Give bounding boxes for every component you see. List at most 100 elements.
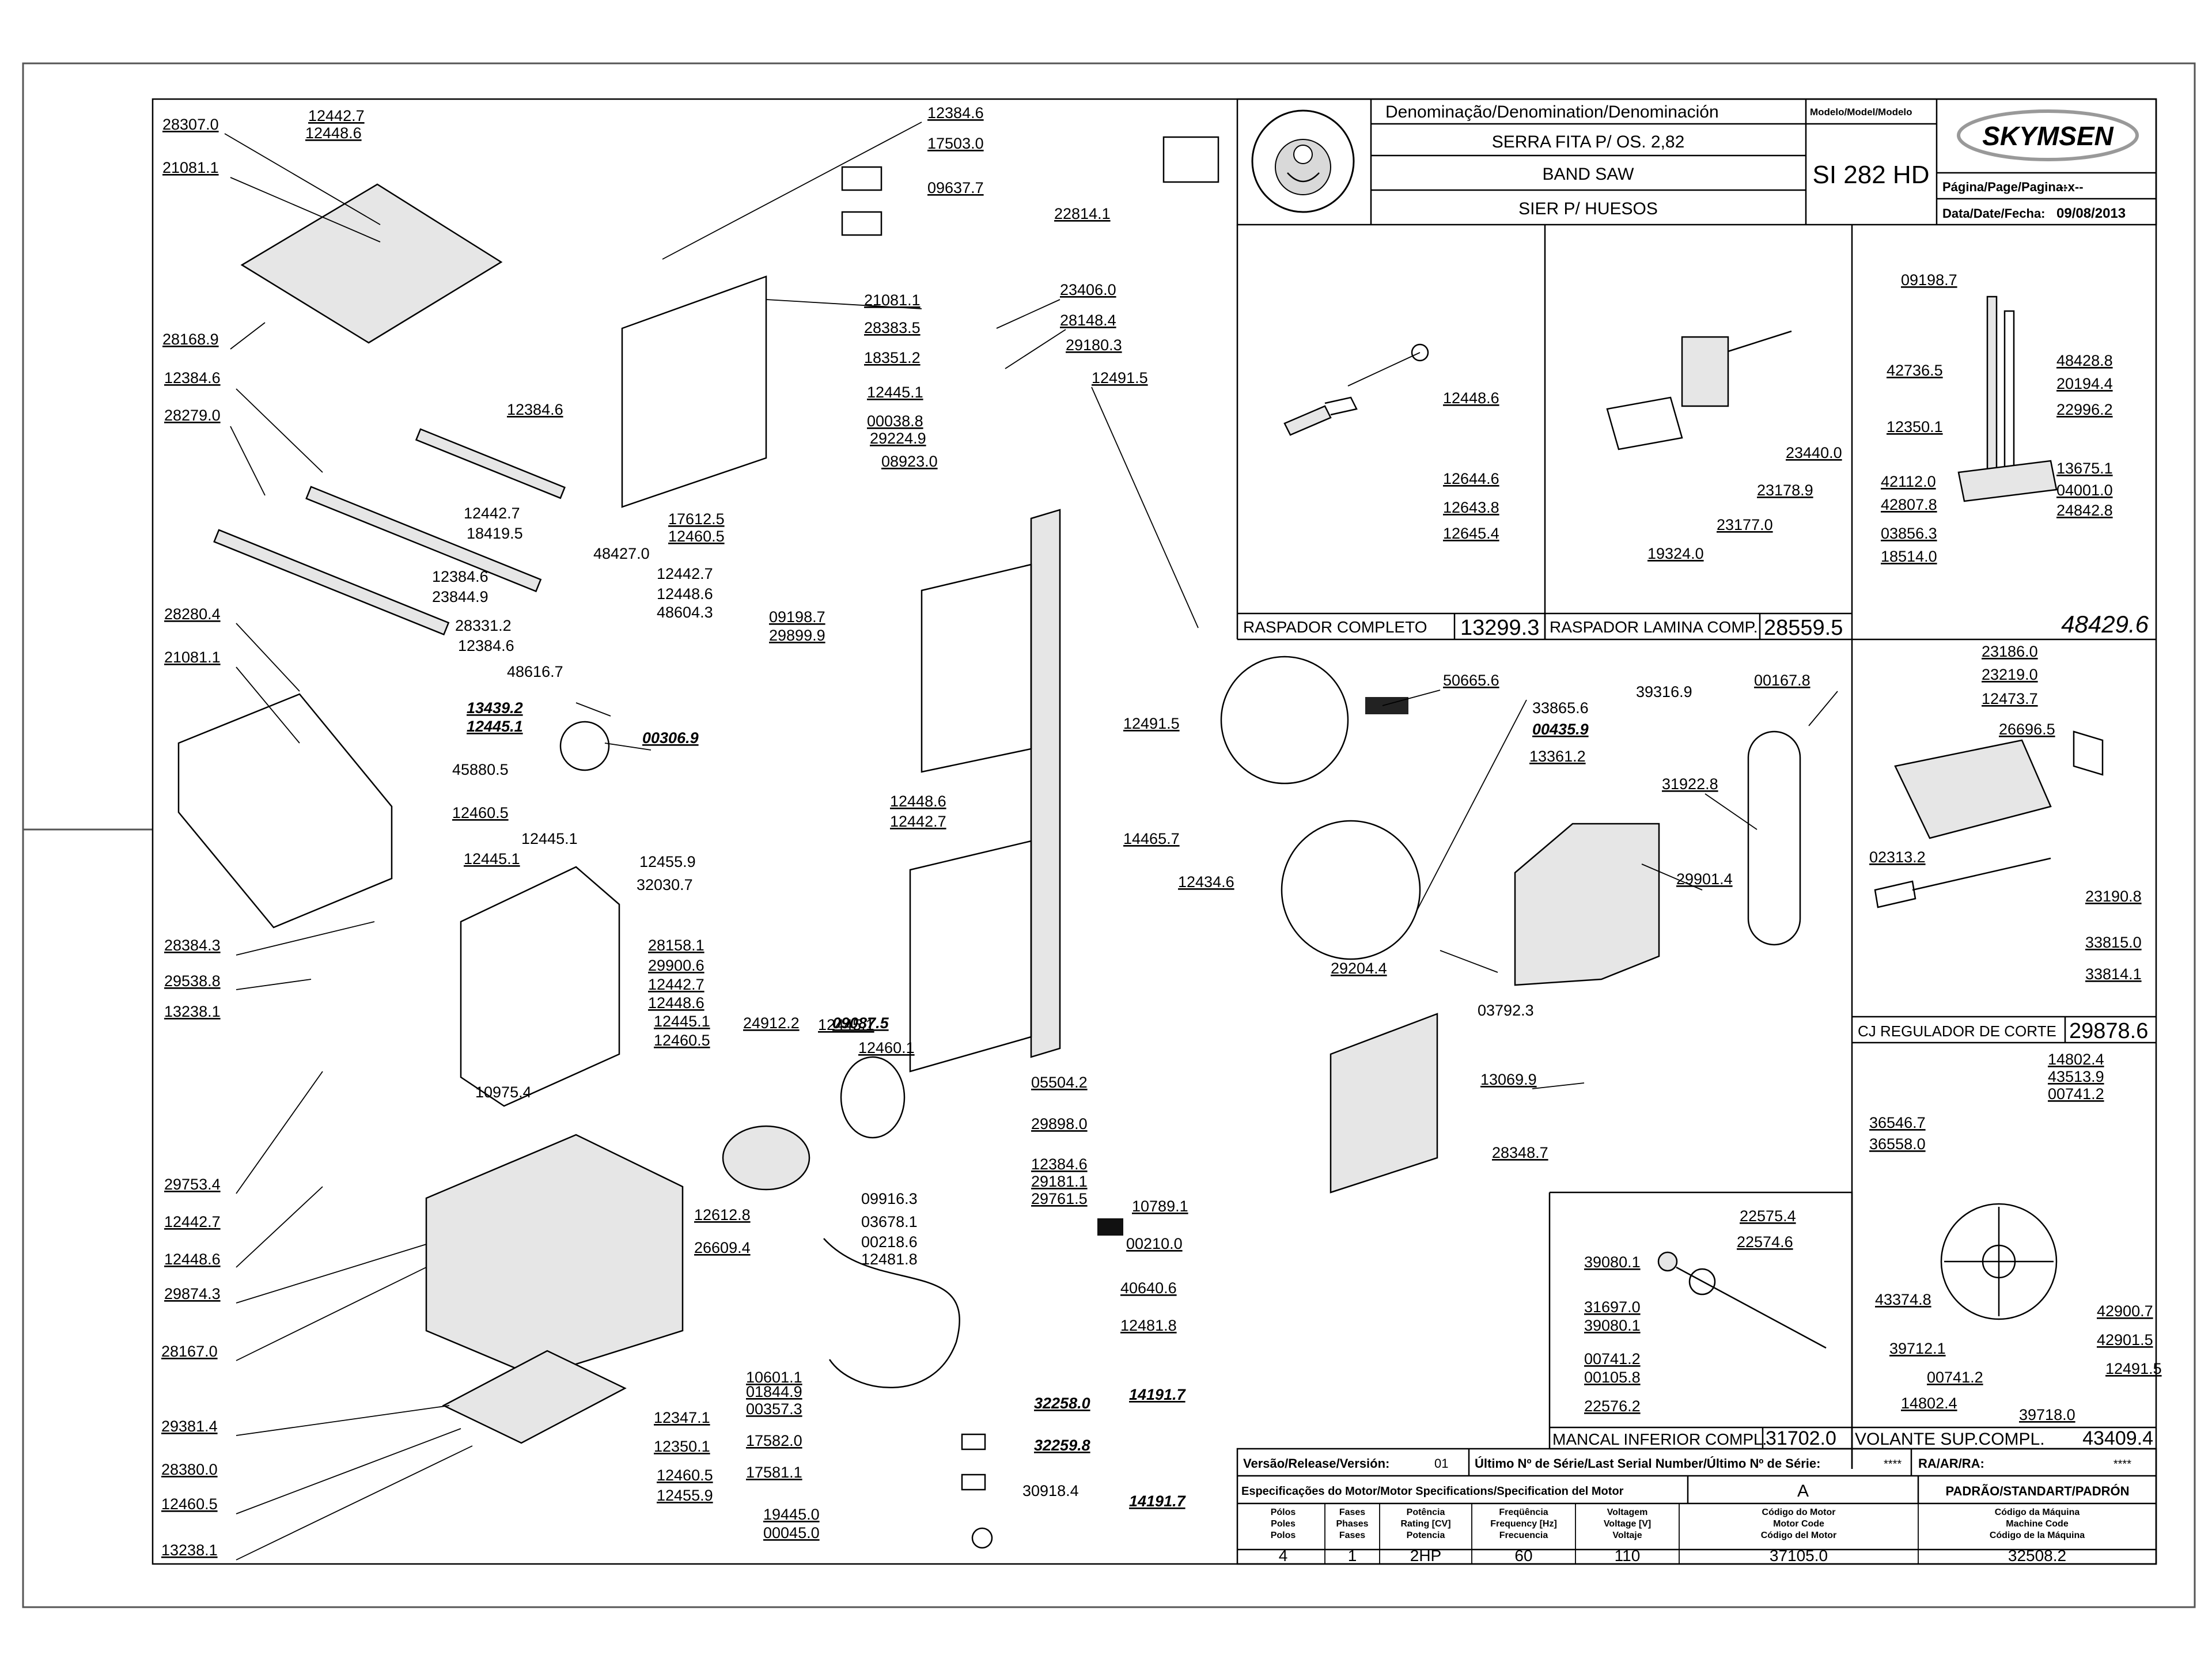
part-number-label: 45880.5 (452, 761, 509, 778)
name-en: BAND SAW (1543, 165, 1635, 184)
part-number-label: 12643.8 (1443, 499, 1499, 516)
leader-line (662, 122, 922, 260)
leader-line (1091, 387, 1199, 628)
part-number-label: 19445.0 (763, 1506, 820, 1523)
spec-column-header: Phases (1336, 1519, 1368, 1529)
spec-column-header: Fases (1339, 1531, 1365, 1540)
part-number-label: 00357.3 (746, 1400, 802, 1418)
part-number-label: 26609.4 (694, 1239, 751, 1256)
label-box-17503 (841, 166, 882, 191)
spec-column-header: Potência (1407, 1508, 1445, 1517)
spec-column-header: Código de la Máquina (1990, 1531, 2085, 1540)
spec-column-header: Frecuencia (1499, 1531, 1548, 1540)
label-10789 (1097, 1218, 1123, 1236)
spec-column-value: 1 (1348, 1547, 1357, 1565)
raspador-lamina-code: 28559.5 (1764, 616, 1843, 640)
part-number-label: 13238.1 (161, 1541, 218, 1559)
part-number-label: 02313.2 (1869, 849, 1926, 866)
spec-column-value: 110 (1615, 1547, 1641, 1565)
part-number-label: 14802.4 (2048, 1051, 2104, 1068)
part-number-label: 22996.2 (2056, 401, 2113, 418)
part-number-label: 28280.4 (164, 605, 221, 623)
part-number-label: 36546.7 (1869, 1114, 1926, 1131)
part-number-label: 28279.0 (164, 407, 221, 424)
part-number-label: 30918.4 (1022, 1482, 1079, 1499)
part-number-label: 12350.1 (1887, 418, 1943, 435)
part-number-label: 21081.1 (162, 159, 219, 176)
part-number-label: 05504.2 (1031, 1074, 1088, 1091)
part-number-label: 00167.8 (1754, 672, 1810, 689)
part-number-label: 12460.5 (654, 1032, 710, 1049)
part-number-label: 48428.8 (2056, 352, 2113, 369)
drawing-frame (151, 98, 2157, 1565)
mancal-label: MANCAL INFERIOR COMPL. (1552, 1430, 1767, 1448)
padrao-header: PADRÃO/STANDART/PADRÓN (1946, 1484, 2130, 1498)
guide-code: 48429.6 (2061, 611, 2149, 638)
part-number-label: 28380.0 (161, 1461, 218, 1478)
leader-line (236, 388, 323, 473)
part-number-label: 42112.0 (1881, 473, 1936, 490)
label-32259 (961, 1474, 986, 1491)
serial-value: **** (1884, 1458, 1902, 1471)
leader-line (766, 299, 922, 309)
part-number-label: 00741.2 (1584, 1350, 1641, 1368)
spec-column-header: Fases (1339, 1508, 1365, 1517)
part-number-label: 12445.1 (818, 1016, 874, 1033)
part-number-label: 14802.4 (1901, 1395, 1957, 1412)
leader-line (236, 623, 300, 692)
part-number-label: 00038.8 (867, 412, 923, 430)
side-cover (621, 275, 767, 508)
part-number-label: 12460.5 (668, 528, 725, 545)
mancal-inferior-sketch (1657, 1251, 1827, 1349)
part-number-label: 21081.1 (164, 649, 221, 666)
leader-line (236, 979, 312, 990)
part-number-label: 42736.5 (1887, 362, 1943, 379)
part-number-label: 31697.0 (1584, 1298, 1641, 1316)
upper-wheel (1220, 656, 1349, 785)
motor-spec-header: Especificações do Motor/Motor Specificat… (1241, 1485, 1624, 1498)
name-es: SIER P/ HUESOS (1518, 199, 1658, 218)
part-number-label: 10975.4 (475, 1084, 532, 1101)
part-number-label: 12460.5 (452, 804, 509, 821)
table-top (240, 183, 503, 344)
part-number-label: 14191.7 (1129, 1386, 1187, 1403)
label-box-22814 (1162, 136, 1219, 183)
part-number-label: 01844.9 (746, 1383, 802, 1400)
spec-column-value: 2HP (1410, 1547, 1441, 1565)
raspador-lamina-label: RASPADOR LAMINA COMP. (1550, 618, 1758, 636)
part-number-label: 12460.5 (657, 1467, 713, 1484)
spec-column-value: 60 (1514, 1547, 1532, 1565)
leader-line (1808, 691, 1838, 726)
leader-line (1641, 863, 1703, 891)
spec-column-value: 4 (1279, 1547, 1288, 1565)
part-number-label: 00105.8 (1584, 1369, 1641, 1386)
part-number-label: 32030.7 (637, 876, 693, 893)
part-number-label: 13069.9 (1480, 1071, 1537, 1088)
lower-wheel (1281, 820, 1421, 960)
rail-lower (213, 529, 450, 636)
part-number-label: 29901.4 (1676, 870, 1733, 888)
leader-line (236, 1428, 461, 1514)
label-box-09637 (841, 211, 882, 236)
part-number-label: 32258.0 (1034, 1395, 1090, 1412)
part-number-label: 42807.8 (1881, 496, 1937, 513)
leader-line (230, 177, 381, 243)
part-number-label: 12448.6 (164, 1251, 221, 1268)
leader-line (236, 1244, 427, 1304)
part-number-label: 13439.2 (467, 699, 523, 717)
part-number-label: 23844.9 (432, 588, 488, 605)
part-number-label: 10601.1 (746, 1369, 802, 1386)
volante-code: 43409.4 (2082, 1427, 2153, 1449)
part-number-label: 13675.1 (2056, 460, 2113, 477)
part-number-label: 29761.5 (1031, 1190, 1088, 1207)
spec-column-header: Pólos (1271, 1508, 1296, 1517)
spec-column-header: Voltage [V] (1604, 1519, 1651, 1529)
part-number-label: 33815.0 (2085, 934, 2142, 951)
part-number-label: 39718.0 (2019, 1406, 2075, 1423)
spec-column-header: Frequency [Hz] (1490, 1519, 1557, 1529)
raspador-lamina-sketch (1606, 330, 1792, 450)
leader-line (236, 921, 375, 956)
spec-column-header: Motor Code (1773, 1519, 1824, 1529)
leader-line (230, 322, 266, 350)
